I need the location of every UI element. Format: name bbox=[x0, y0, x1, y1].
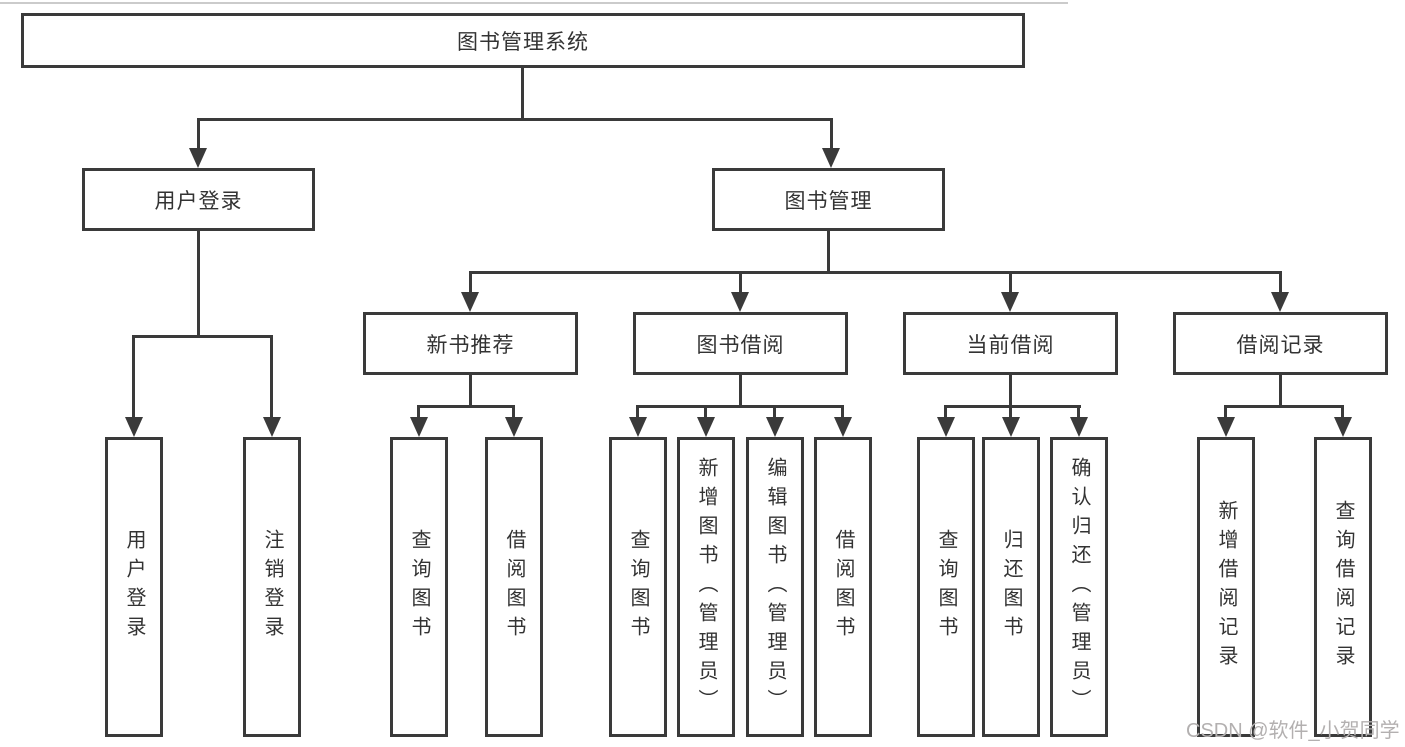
leaf-edit-books-admin-label: 编辑图书（管理员） bbox=[764, 456, 786, 718]
arrowhead-down-icon bbox=[1334, 417, 1352, 437]
node-book-borrowing-label: 图书借阅 bbox=[696, 333, 785, 357]
leaf-query-books-recommend-label: 查询图书 bbox=[408, 529, 430, 645]
leaf-logout: 注销登录 bbox=[243, 437, 301, 737]
leaf-query-books-current-label: 查询图书 bbox=[935, 529, 957, 645]
node-current-borrowing: 当前借阅 bbox=[903, 312, 1118, 375]
connector-line bbox=[197, 121, 200, 148]
connector-line bbox=[827, 231, 830, 271]
connector-line bbox=[197, 231, 200, 335]
node-new-book-recommend-label: 新书推荐 bbox=[426, 333, 515, 357]
connector-line bbox=[469, 271, 1282, 274]
arrowhead-down-icon bbox=[731, 292, 749, 312]
arrowhead-down-icon bbox=[263, 417, 281, 437]
arrowhead-down-icon bbox=[505, 417, 523, 437]
connector-line bbox=[469, 375, 472, 405]
connector-line bbox=[1224, 408, 1227, 417]
node-user-login-label: 用户登录 bbox=[154, 189, 243, 213]
leaf-logout-label: 注销登录 bbox=[261, 529, 283, 645]
arrowhead-down-icon bbox=[125, 417, 143, 437]
leaf-edit-books-admin: 编辑图书（管理员） bbox=[746, 437, 804, 737]
arrowhead-down-icon bbox=[834, 417, 852, 437]
leaf-confirm-return-admin: 确认归还（管理员） bbox=[1050, 437, 1108, 737]
connector-line bbox=[841, 408, 844, 417]
connector-line bbox=[1009, 274, 1012, 292]
leaf-confirm-return-admin-label: 确认归还（管理员） bbox=[1068, 456, 1090, 718]
node-book-borrowing: 图书借阅 bbox=[633, 312, 848, 375]
arrowhead-down-icon bbox=[1001, 292, 1019, 312]
connector-line bbox=[739, 274, 742, 292]
arrowhead-down-icon bbox=[937, 417, 955, 437]
connector-line bbox=[1341, 408, 1344, 417]
arrowhead-down-icon bbox=[629, 417, 647, 437]
connector-line bbox=[512, 408, 515, 417]
connector-line bbox=[469, 274, 472, 292]
arrowhead-down-icon bbox=[461, 292, 479, 312]
leaf-add-borrow-record: 新增借阅记录 bbox=[1197, 437, 1255, 737]
node-borrowing-records: 借阅记录 bbox=[1173, 312, 1388, 375]
connector-line bbox=[830, 121, 833, 148]
node-new-book-recommend: 新书推荐 bbox=[363, 312, 578, 375]
leaf-query-borrow-record-label: 查询借阅记录 bbox=[1332, 500, 1354, 674]
connector-line bbox=[1009, 375, 1012, 405]
leaf-borrow-books-recommend-label: 借阅图书 bbox=[503, 529, 525, 645]
connector-line bbox=[270, 338, 273, 417]
connector-line bbox=[1279, 375, 1282, 405]
leaf-query-books-current: 查询图书 bbox=[917, 437, 975, 737]
node-root: 图书管理系统 bbox=[21, 13, 1025, 68]
arrowhead-down-icon bbox=[822, 148, 840, 168]
leaf-query-books-recommend: 查询图书 bbox=[390, 437, 448, 737]
connector-line bbox=[132, 335, 273, 338]
connector-line bbox=[197, 118, 833, 121]
leaf-user-login-label: 用户登录 bbox=[123, 529, 145, 645]
arrowhead-down-icon bbox=[1002, 417, 1020, 437]
connector-line bbox=[521, 68, 524, 120]
leaf-query-books-borrowing: 查询图书 bbox=[609, 437, 667, 737]
connector-line bbox=[739, 375, 742, 405]
leaf-borrow-books: 借阅图书 bbox=[814, 437, 872, 737]
arrowhead-down-icon bbox=[1217, 417, 1235, 437]
leaf-add-books-admin: 新增图书（管理员） bbox=[677, 437, 735, 737]
node-book-management-label: 图书管理 bbox=[784, 189, 873, 213]
leaf-query-borrow-record: 查询借阅记录 bbox=[1314, 437, 1372, 737]
node-root-label: 图书管理系统 bbox=[457, 30, 589, 54]
leaf-add-books-admin-label: 新增图书（管理员） bbox=[695, 456, 717, 718]
arrowhead-down-icon bbox=[189, 148, 207, 168]
connector-line bbox=[704, 408, 707, 417]
arrowhead-down-icon bbox=[766, 417, 784, 437]
node-user-login: 用户登录 bbox=[82, 168, 315, 231]
connector-line bbox=[944, 408, 947, 417]
leaf-add-borrow-record-label: 新增借阅记录 bbox=[1215, 500, 1237, 674]
connector-line bbox=[1077, 408, 1080, 417]
connector-line bbox=[417, 405, 515, 408]
connector-line bbox=[636, 408, 639, 417]
page-edge-line bbox=[0, 2, 1068, 4]
csdn-watermark: CSDN @软件_小贺同学 bbox=[1186, 720, 1400, 742]
leaf-query-books-borrowing-label: 查询图书 bbox=[627, 529, 649, 645]
connector-line bbox=[417, 408, 420, 417]
arrowhead-down-icon bbox=[1070, 417, 1088, 437]
leaf-return-books-label: 归还图书 bbox=[1000, 529, 1022, 645]
node-book-management: 图书管理 bbox=[712, 168, 945, 231]
node-current-borrowing-label: 当前借阅 bbox=[966, 333, 1055, 357]
connector-line bbox=[773, 408, 776, 417]
connector-line bbox=[1009, 408, 1012, 417]
node-borrowing-records-label: 借阅记录 bbox=[1236, 333, 1325, 357]
connector-line bbox=[1224, 405, 1344, 408]
arrowhead-down-icon bbox=[410, 417, 428, 437]
connector-line bbox=[1279, 274, 1282, 292]
arrowhead-down-icon bbox=[697, 417, 715, 437]
connector-line bbox=[636, 405, 844, 408]
leaf-user-login: 用户登录 bbox=[105, 437, 163, 737]
leaf-return-books: 归还图书 bbox=[982, 437, 1040, 737]
connector-line bbox=[132, 338, 135, 417]
arrowhead-down-icon bbox=[1271, 292, 1289, 312]
leaf-borrow-books-label: 借阅图书 bbox=[832, 529, 854, 645]
leaf-borrow-books-recommend: 借阅图书 bbox=[485, 437, 543, 737]
connector-line bbox=[944, 405, 1081, 408]
